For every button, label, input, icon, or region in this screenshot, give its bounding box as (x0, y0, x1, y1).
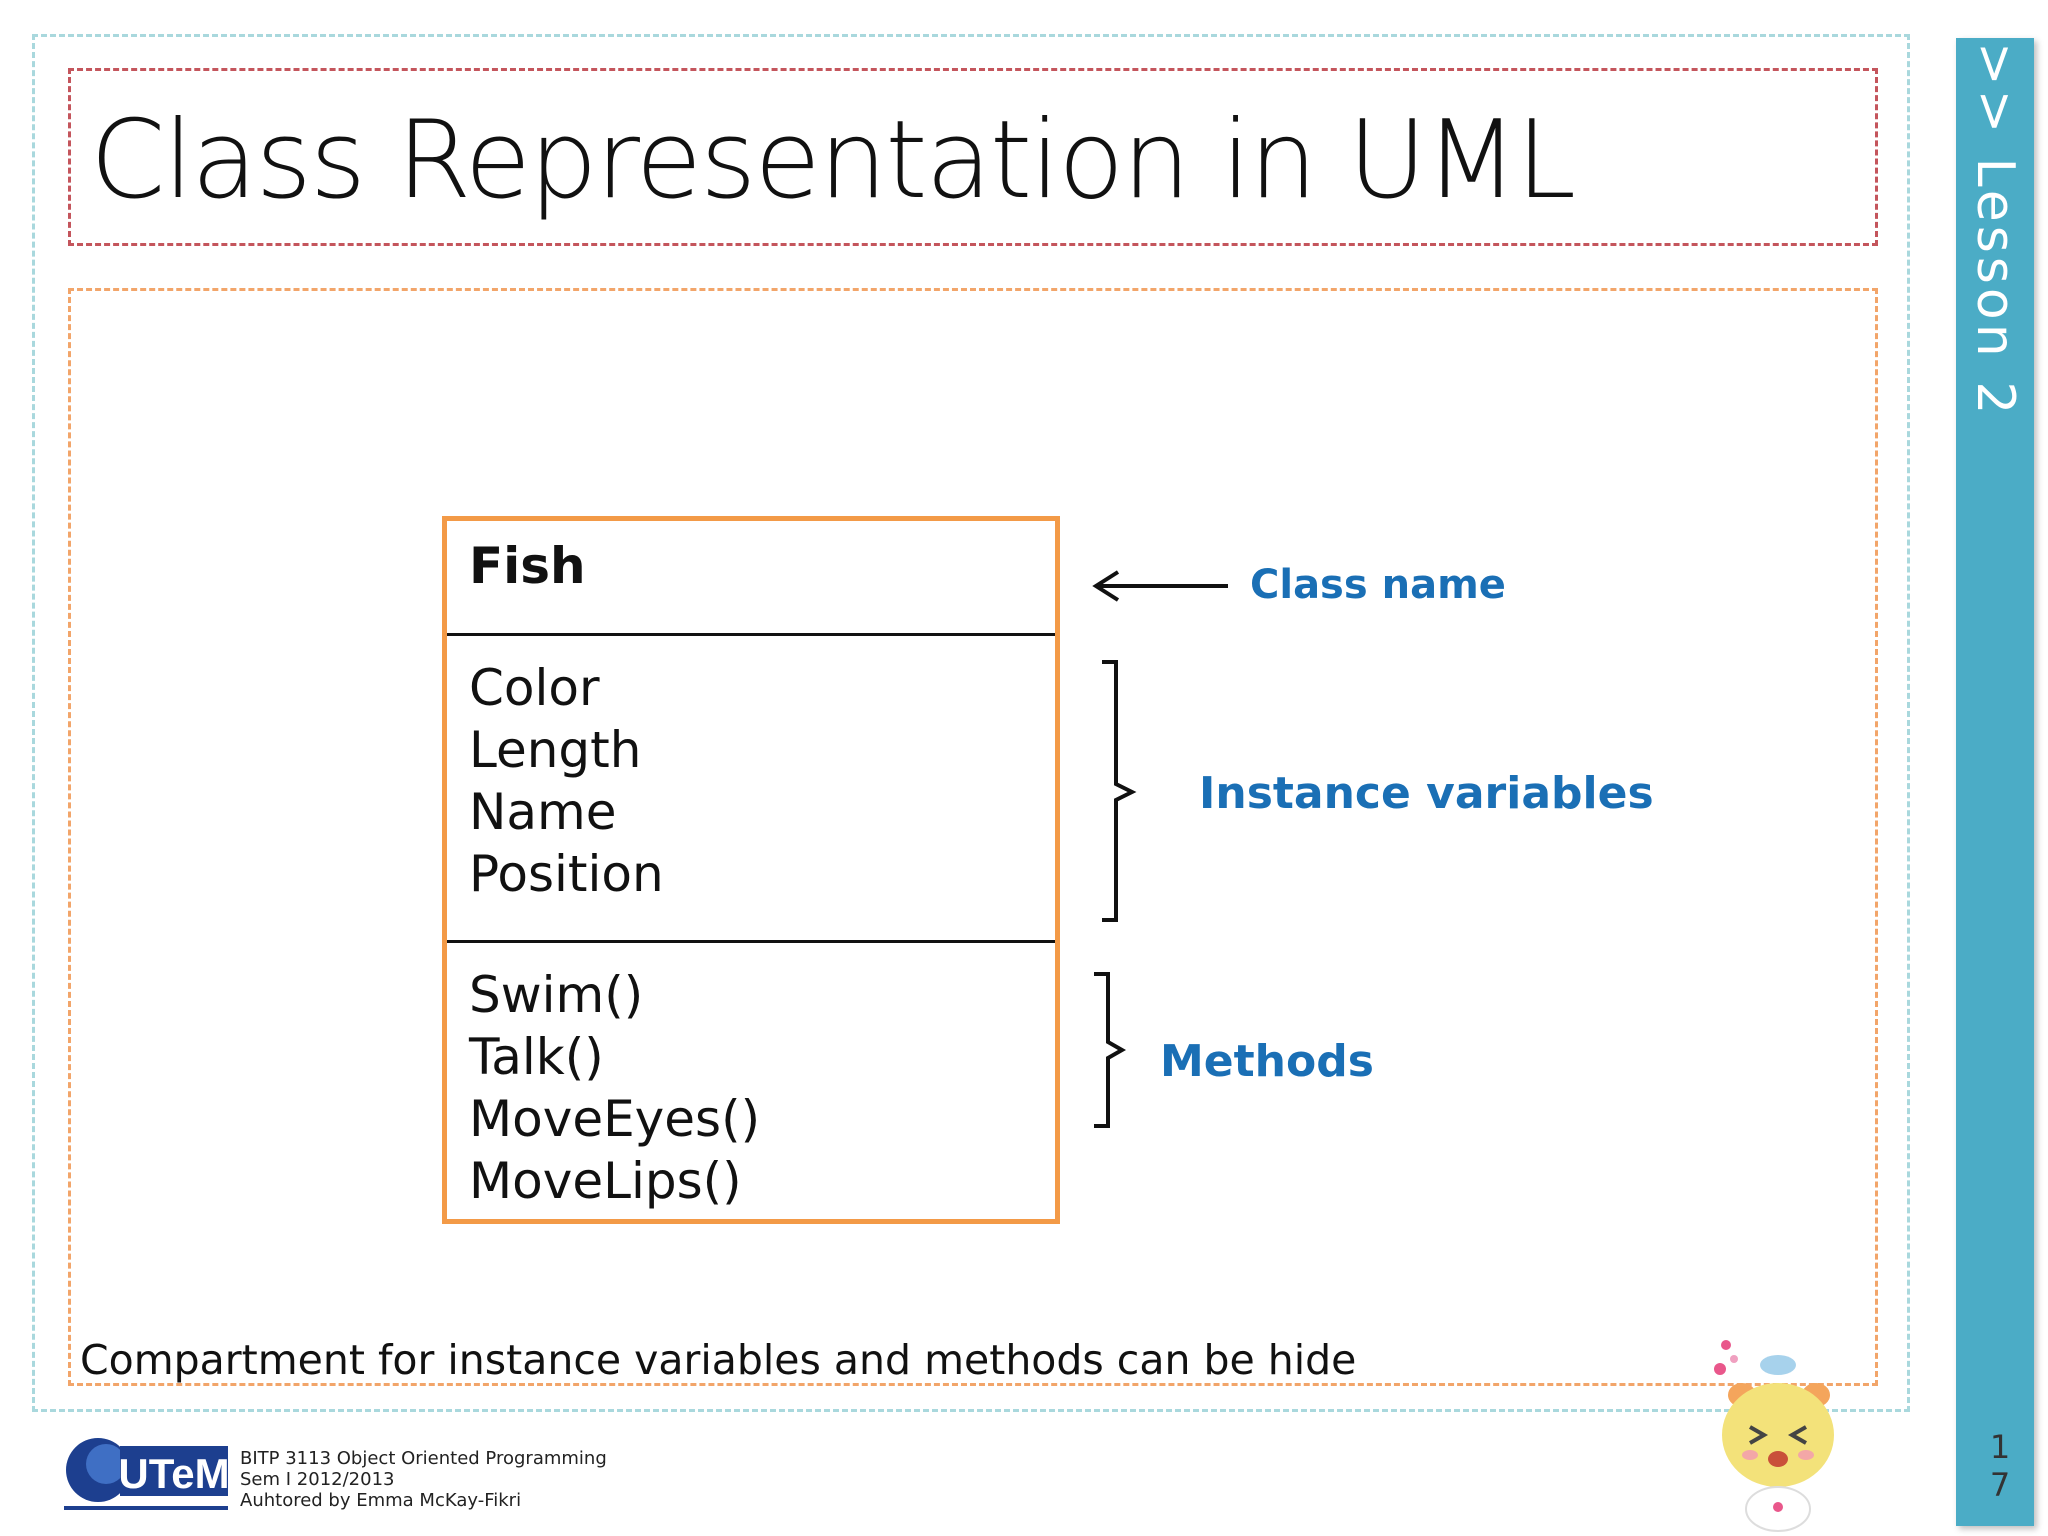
class-name-annotation: Class name (1250, 562, 1506, 608)
variable-item: Color (469, 659, 600, 717)
lesson-tab-label-wrap: >> Lesson 2 (1958, 42, 2032, 418)
utem-logo-text: UTeM (118, 1450, 229, 1497)
method-item: MoveLips() (469, 1152, 742, 1210)
lesson-tab-label: >> Lesson 2 (1965, 42, 2025, 419)
utem-logo: UTeM (54, 1430, 230, 1516)
footer-course: BITP 3113 Object Oriented Programming (240, 1448, 607, 1469)
page-number: 17 (1989, 1428, 2011, 1504)
lesson-side-tab (1956, 38, 2034, 1526)
method-item: Talk() (469, 1028, 604, 1086)
class-name-arrow-head (1092, 570, 1120, 602)
title-frame (68, 68, 1878, 246)
content-frame (68, 288, 1878, 1386)
instance-variables-annotation: Instance variables (1199, 768, 1654, 819)
method-item: Swim() (469, 966, 644, 1024)
instance-variables-brace (1102, 660, 1137, 922)
methods-brace (1094, 972, 1127, 1128)
footer-text: BITP 3113 Object Oriented Programming Se… (240, 1448, 607, 1511)
methods-annotation: Methods (1160, 1036, 1374, 1087)
slide-title: Class Representation in UML (90, 98, 1576, 223)
uml-methods: Swim()Talk()MoveEyes()MoveLips() (469, 964, 760, 1212)
uml-class-name: Fish (469, 537, 586, 595)
slide-outer-frame (32, 34, 1910, 1412)
mascot-illustration (1700, 1335, 1850, 1535)
variable-item: Position (469, 845, 664, 903)
footer-author: Auhtored by Emma McKay-Fikri (240, 1490, 522, 1511)
uml-divider-top (447, 633, 1055, 636)
uml-divider-bottom (447, 940, 1055, 943)
caption-text: Compartment for instance variables and m… (80, 1336, 1357, 1384)
variable-item: Name (469, 783, 617, 841)
variable-item: Length (469, 721, 642, 779)
footer-semester: Sem I 2012/2013 (240, 1469, 395, 1490)
method-item: MoveEyes() (469, 1090, 761, 1148)
